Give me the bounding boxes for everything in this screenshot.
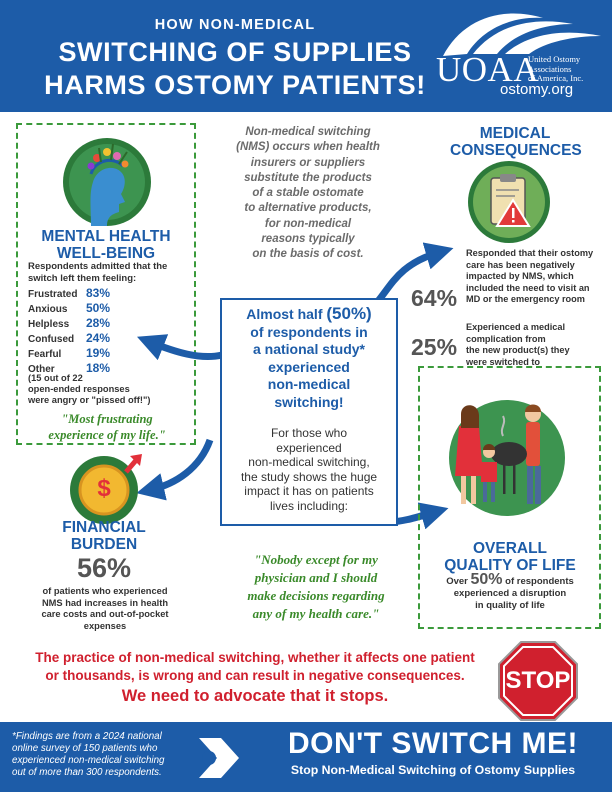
dollar-coin-icon: [70, 454, 142, 524]
medical-stat-64: 64%: [411, 285, 458, 311]
header-subtitle: HOW NON-MEDICAL: [154, 17, 316, 33]
mental-health-intro: Respondents admitted that the switch lef…: [28, 261, 168, 284]
arrow-to-financial: [136, 438, 214, 501]
quality-of-life-text: Over 50% of respondents experienced a di…: [446, 571, 574, 612]
central-finding-heading: Almost half (50%) of respondents in a na…: [246, 304, 372, 410]
footer-subtitle: Stop Non-Medical Switching of Ostomy Sup…: [290, 763, 576, 777]
header-title-line2: HARMS OSTOMY PATIENTS!: [44, 70, 426, 100]
header-title-line1: SWITCHING OF SUPPLIES: [58, 37, 412, 67]
advocacy-call-to-action: We need to advocate that it stops.: [121, 687, 389, 705]
footer-title: DON'T SWITCH ME!: [287, 727, 579, 760]
other-responses-note: (15 out of 22 open-ended responses were …: [28, 373, 151, 405]
medical-stat-25: 25%: [411, 334, 458, 360]
physician-quote: "Nobody except for my physician and I sh…: [247, 552, 385, 621]
medical-consequences-title: MEDICAL CONSEQUENCES: [450, 125, 582, 159]
quality-of-life-title: OVERALL QUALITY OF LIFE: [444, 540, 576, 574]
survey-footnote: *Findings are from a 2024 national onlin…: [12, 731, 165, 778]
family-barbecue-icon: [449, 400, 565, 516]
financial-stat-text: of patients who experienced NMS had incr…: [41, 586, 169, 631]
medical-stat-64-text: Responded that their ostomy care has bee…: [466, 248, 594, 304]
central-finding-box: [220, 298, 398, 526]
logo-url: ostomy.org: [500, 81, 574, 98]
dollar-symbol: $: [97, 475, 111, 502]
medical-alert-clipboard-icon: [468, 161, 550, 243]
logo-organization-name: United Ostomy Associations of America, I…: [528, 54, 584, 83]
mental-health-title: MENTAL HEALTH WELL-BEING: [41, 228, 171, 262]
logo-abbreviation: UOAA: [436, 50, 540, 89]
footer-banner: [0, 722, 612, 792]
header-title: SWITCHING OF SUPPLIES HARMS OSTOMY PATIE…: [20, 36, 450, 102]
chevron-right-icon: [199, 738, 239, 778]
mental-health-quote: "Most frustrating experience of my life.…: [48, 412, 166, 442]
head-with-flowers-icon: [63, 138, 151, 226]
quality-of-life-panel: [418, 366, 601, 629]
medical-stat-25-text: Experienced a medical complication from …: [466, 322, 570, 367]
stop-sign-icon: [498, 641, 578, 721]
uoaa-logo-swoosh-icon: [443, 13, 601, 56]
financial-burden-title: FINANCIAL BURDEN: [62, 519, 146, 553]
nms-definition: Non-medical switching (NMS) occurs when …: [236, 126, 380, 261]
advocacy-statement: The practice of non-medical switching, w…: [35, 650, 475, 683]
stop-sign-text: STOP: [505, 667, 571, 694]
central-finding-body: For those who experienced non-medical sw…: [240, 426, 378, 513]
financial-stat-56: 56%: [76, 553, 132, 583]
mental-health-panel: [16, 123, 196, 445]
